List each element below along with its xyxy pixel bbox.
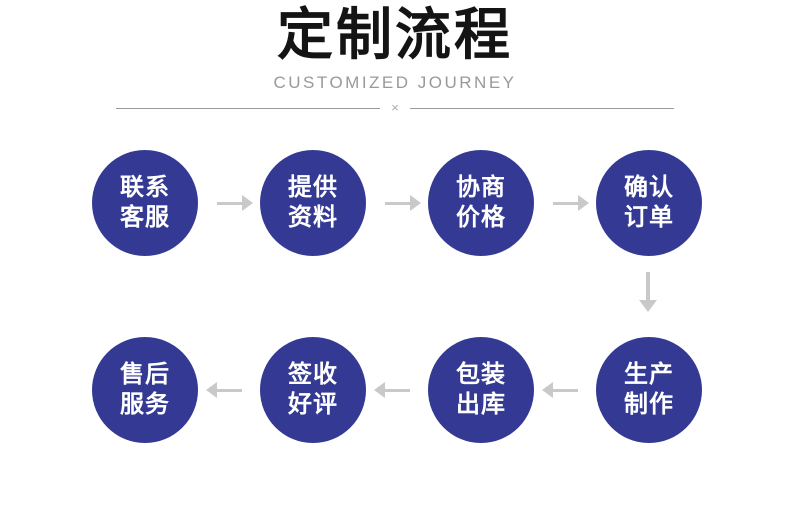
step-label-line: 制作: [624, 391, 674, 418]
step-label-line: 资料: [288, 204, 338, 231]
step-production: 生产 制作: [596, 337, 702, 443]
step-label-line: 提供: [288, 174, 338, 201]
arrow-right-icon: [384, 201, 410, 205]
step-label-line: 签收: [288, 361, 338, 388]
step-negotiate-price: 协商 价格: [428, 150, 534, 256]
divider-x-mark: ×: [391, 100, 399, 115]
step-label-line: 包装: [456, 361, 506, 388]
step-after-sales-service: 售后 服务: [92, 337, 198, 443]
step-label-line: 客服: [120, 204, 170, 231]
step-label-line: 价格: [456, 204, 506, 231]
arrow-gap: [198, 388, 260, 392]
step-label-line: 售后: [120, 361, 170, 388]
step-contact-service: 联系 客服: [92, 150, 198, 256]
arrow-left-icon: [384, 388, 410, 392]
divider-line-left: [116, 107, 381, 109]
flow-row-bottom: 售后 服务 签收 好评 包装 出库 生产 制作: [92, 337, 702, 443]
flow-row-top: 联系 客服 提供 资料 协商 价格 确认 订单: [92, 150, 702, 256]
arrow-right-icon: [216, 201, 242, 205]
page-title: 定制流程: [277, 3, 513, 66]
step-label-line: 生产: [624, 361, 674, 388]
arrow-gap: [366, 388, 428, 392]
arrow-gap: [198, 201, 260, 205]
step-label-line: 服务: [120, 391, 170, 418]
divider-line-right: [409, 107, 674, 109]
step-label-line: 协商: [456, 174, 506, 201]
arrow-gap: [534, 201, 596, 205]
page-subtitle: CUSTOMIZED JOURNEY: [273, 73, 517, 92]
step-confirm-order: 确认 订单: [596, 150, 702, 256]
step-label-line: 订单: [624, 204, 674, 231]
step-provide-materials: 提供 资料: [260, 150, 366, 256]
arrow-left-icon: [552, 388, 578, 392]
step-sign-and-review: 签收 好评: [260, 337, 366, 443]
divider: ×: [116, 100, 674, 116]
arrow-right-icon: [552, 201, 578, 205]
arrow-gap: [534, 388, 596, 392]
arrow-down-icon: [646, 272, 650, 300]
step-label-line: 确认: [624, 174, 674, 201]
step-label-line: 好评: [288, 391, 338, 418]
arrow-left-icon: [216, 388, 242, 392]
step-label-line: 联系: [120, 174, 170, 201]
step-label-line: 出库: [456, 391, 506, 418]
arrow-gap: [366, 201, 428, 205]
step-packing-shipping: 包装 出库: [428, 337, 534, 443]
